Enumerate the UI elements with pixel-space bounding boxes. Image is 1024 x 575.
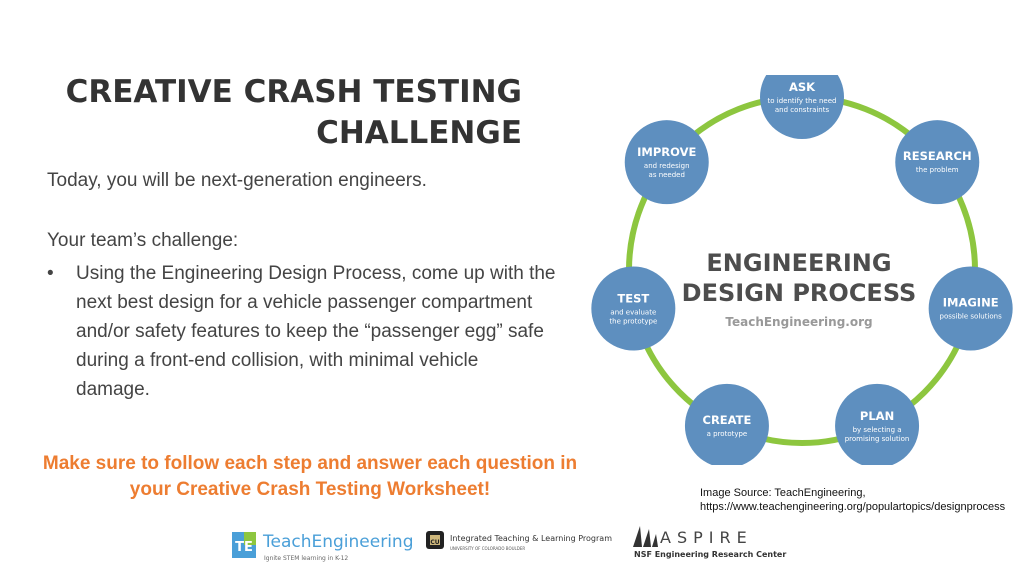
- aspire-name: ASPIRE: [660, 528, 753, 547]
- step-name-test: TEST: [617, 291, 649, 305]
- step-desc-test-2: the prototype: [609, 317, 657, 325]
- step-circle-ask: [760, 75, 844, 139]
- step-circle-research: [895, 120, 980, 205]
- itl-program-logo: CU Integrated Teaching & Learning Progra…: [426, 531, 612, 551]
- step-name-improve: IMPROVE: [637, 145, 696, 159]
- center-url: TeachEngineering.org: [725, 315, 872, 329]
- step-desc-test-1: and evaluate: [610, 308, 656, 316]
- aspire-sub: NSF Engineering Research Center: [634, 550, 786, 559]
- step-desc-improve-2: as needed: [649, 171, 685, 179]
- aspire-logo: ASPIRE NSF Engineering Research Center: [633, 526, 786, 559]
- source-line-2: https://www.teachengineering.org/popular…: [700, 501, 1006, 513]
- step-node-create: CREATE a prototype: [684, 383, 769, 465]
- step-circle-imagine: [928, 266, 1013, 351]
- step-circle-create: [684, 383, 769, 465]
- challenge-bullet: • Using the Engineering Design Process, …: [47, 259, 557, 404]
- step-circle-plan: [835, 383, 920, 465]
- step-name-plan: PLAN: [860, 409, 894, 423]
- source-line-1: Image Source: TeachEngineering,: [700, 487, 866, 499]
- step-desc-create-1: a prototype: [707, 430, 748, 438]
- slide-title: CREATIVE CRASH TESTING CHALLENGE: [60, 72, 522, 154]
- title-line-1: CREATIVE CRASH TESTING: [65, 74, 522, 110]
- teach-logo-mark: TE: [235, 540, 253, 555]
- step-desc-imagine-1: possible solutions: [940, 312, 1003, 320]
- step-name-imagine: IMAGINE: [943, 295, 999, 309]
- image-source: Image Source: TeachEngineering, https://…: [700, 486, 1005, 514]
- step-node-research: RESEARCH the problem: [895, 120, 980, 205]
- center-title-line-2: DESIGN PROCESS: [682, 279, 917, 307]
- bullet-dot-icon: •: [47, 263, 54, 284]
- intro-text: Today, you will be next-generation engin…: [47, 170, 427, 191]
- teachengineering-logo: TE TeachEngineering Ignite STEM learning…: [232, 532, 414, 562]
- teach-logo-name: TeachEngineering: [262, 532, 414, 552]
- cu-logo-mark: CU: [430, 539, 439, 546]
- step-desc-research-1: the problem: [916, 166, 959, 174]
- step-name-create: CREATE: [703, 413, 752, 427]
- footer-logos: TE TeachEngineering Ignite STEM learning…: [232, 526, 786, 562]
- bullet-text: Using the Engineering Design Process, co…: [76, 263, 556, 400]
- step-desc-improve-1: and redesign: [644, 162, 690, 170]
- step-desc-ask-2: and constraints: [775, 106, 830, 114]
- step-circle-test: [591, 266, 676, 351]
- step-name-ask: ASK: [789, 80, 816, 94]
- itl-sub: UNIVERSITY OF COLORADO BOULDER: [450, 546, 525, 551]
- aspire-logo-icon: [633, 526, 658, 547]
- design-process-diagram: ENGINEERING DESIGN PROCESS TeachEngineer…: [591, 75, 1013, 465]
- title-line-2: CHALLENGE: [316, 115, 522, 151]
- step-node-imagine: IMAGINE possible solutions: [928, 266, 1013, 351]
- teach-logo-tagline: Ignite STEM learning in K-12: [264, 555, 348, 562]
- step-desc-plan-1: by selecting a: [853, 426, 902, 434]
- step-name-research: RESEARCH: [903, 149, 972, 163]
- step-desc-plan-2: promising solution: [845, 435, 910, 443]
- step-desc-ask-1: to identify the need: [768, 97, 837, 105]
- challenge-label: Your team’s challenge:: [47, 230, 239, 251]
- center-title-line-1: ENGINEERING: [706, 249, 891, 277]
- worksheet-callout: Make sure to follow each step and answer…: [42, 453, 578, 500]
- step-circle-improve: [624, 120, 709, 205]
- itl-name: Integrated Teaching & Learning Program: [450, 534, 612, 543]
